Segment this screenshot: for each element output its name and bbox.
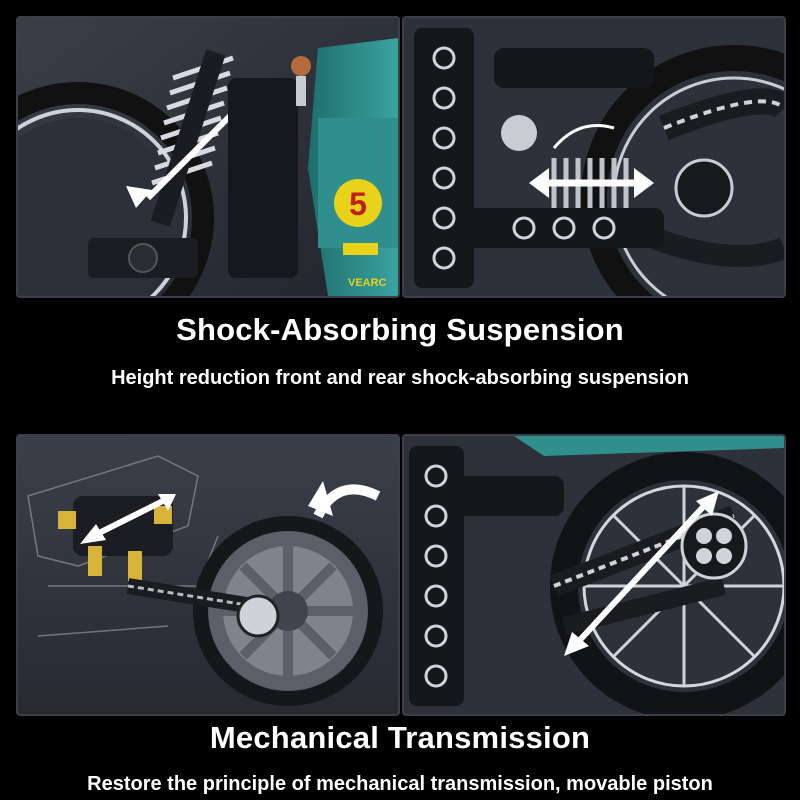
chain-drive-photo bbox=[402, 434, 786, 716]
section-2-headline: Mechanical Transmission bbox=[209, 720, 591, 755]
rear-suspension-photo bbox=[402, 16, 786, 298]
brand-decal: VEARC bbox=[348, 277, 387, 289]
race-number-badge: 5 bbox=[334, 179, 382, 227]
section-1-caption: Height reduction front and rear shock-ab… bbox=[111, 367, 689, 389]
badge-number: 5 bbox=[349, 186, 367, 222]
section-1-headline: Shock-Absorbing Suspension bbox=[176, 312, 624, 347]
front-suspension-photo: 5 VEARC bbox=[16, 16, 400, 298]
section-2-caption: Restore the principle of mechanical tran… bbox=[87, 773, 713, 795]
transmission-xray-photo bbox=[16, 434, 400, 716]
